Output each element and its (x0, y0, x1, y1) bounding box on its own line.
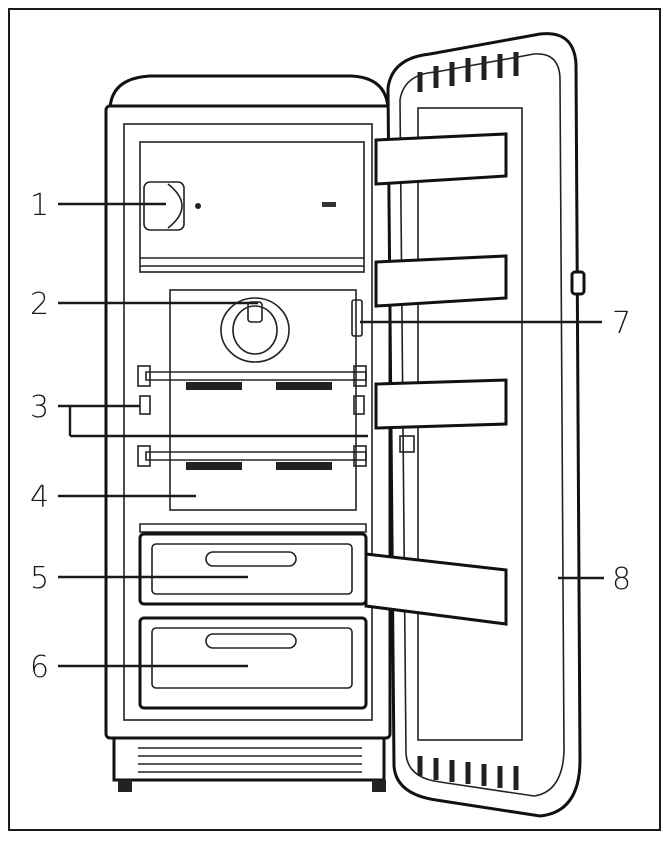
callout-4: 4 (30, 480, 49, 515)
cabinet-top (108, 74, 390, 110)
callout-leaders (58, 202, 604, 668)
callout-2: 2 (30, 287, 49, 322)
callout-7: 7 (612, 306, 631, 341)
glass-shelf-lower (137, 445, 367, 470)
light-switch (351, 299, 363, 337)
freezer-compartment (139, 141, 365, 273)
callout-3: 3 (30, 390, 49, 425)
diagram-frame (8, 8, 661, 831)
callout-6: 6 (30, 650, 49, 685)
vegetable-drawer-lower (138, 616, 368, 710)
fridge-thermostat (220, 297, 290, 363)
callout-1: 1 (30, 188, 49, 223)
cabinet-base-grille (112, 736, 386, 792)
fridge-back-wall (169, 289, 357, 511)
glass-shelf-upper (137, 365, 367, 390)
vegetable-drawer-upper (138, 532, 368, 606)
freezer-thermostat-knob (143, 181, 201, 231)
refrigerator-door (364, 32, 586, 818)
callout-8: 8 (612, 562, 631, 597)
door-bottle-shelf (364, 552, 508, 626)
crisper-cover (139, 523, 367, 533)
freezer-logo (322, 202, 336, 207)
cabinet-inner-wall (123, 123, 373, 721)
callout-5: 5 (30, 561, 49, 596)
